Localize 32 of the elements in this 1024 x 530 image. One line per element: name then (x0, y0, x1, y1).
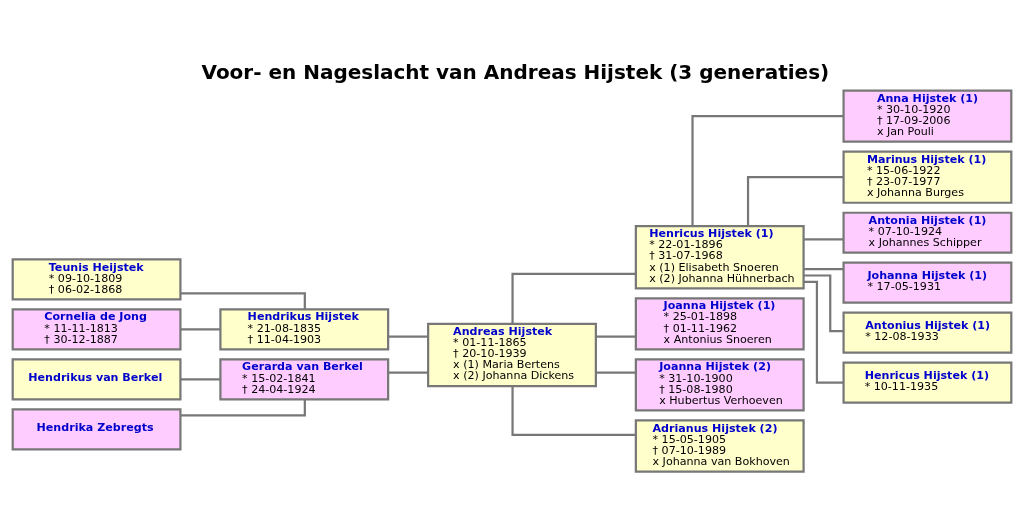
connector (388, 371, 428, 374)
connector (803, 237, 844, 240)
node-box: Marinus Hijstek (1) * 15-06-1922 † 23-07-1977 x Johanna Burges (842, 150, 1013, 204)
diagram-title: Voor- en Nageslacht van Andreas Hijstek (3 generaties) (201, 59, 830, 84)
connector (180, 377, 221, 380)
node-box: Teunis Heijstek * 09-10-1809 † 06-02-1868 (11, 257, 182, 300)
connector (803, 267, 844, 270)
node-box: Joanna Hijstek (1) * 25-01-1898 † 01-11-1962 x Antonius Snoeren (634, 296, 805, 350)
node-box: Antonius Hijstek (1) * 12-08-1933 (842, 311, 1013, 354)
node-box: Cornelia de Jong * 11-11-1813 † 30-12-1887 (11, 307, 182, 350)
node-box: Henricus Hijstek (1) * 22-01-1896 † 31-07-1968 x (1) Elisabeth Snoeren x (2) Johanna Hühnerbach (634, 224, 805, 289)
node-box: Hendrikus van Berkel (11, 357, 182, 400)
node-box: Antonia Hijstek (1) * 07-10-1924 x Johannes Schipper (842, 211, 1013, 254)
node-box: Andreas Hijstek * 01-11-1865 † 20-10-1939 x (1) Maria Bertens x (2) Johanna Dickens (427, 322, 597, 387)
connector (803, 273, 844, 332)
connector (803, 280, 844, 384)
connector (511, 272, 636, 324)
node-box: Johanna Hijstek (1) * 17-05-1931 (842, 261, 1013, 304)
connector (746, 175, 844, 226)
node-box: Gerarda van Berkel * 15-02-1841 † 24-04-1924 (219, 357, 390, 400)
node-box: Joanna Hijstek (2) * 31-10-1900 † 15-08-1980 x Hubertus Verhoeven (634, 357, 805, 412)
connector (595, 371, 636, 374)
connector (388, 334, 428, 338)
node-box: Hendrikus Hijstek * 21-08-1835 † 11-04-1903 (219, 307, 390, 350)
node-box: Hendrika Zebregts (11, 407, 182, 450)
node-box: Anna Hijstek (1) * 30-10-1920 † 17-09-2006 x Jan Pouli (842, 88, 1013, 143)
connector (511, 385, 636, 436)
connector (691, 114, 844, 226)
connector (180, 327, 221, 330)
node-box: Henricus Hijstek (1) * 10-11-1935 (842, 361, 1013, 404)
node-box: Adrianus Hijstek (2) * 15-05-1905 † 07-10-1989 x Johanna van Bokhoven (634, 418, 805, 473)
connector (595, 334, 636, 338)
